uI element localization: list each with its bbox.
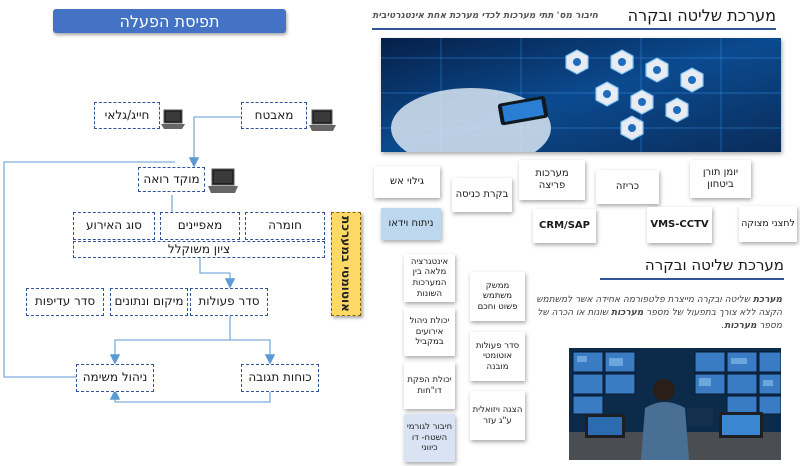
feature-label: יכולת ניהול אירועים במקביל xyxy=(409,316,450,348)
right-title: מערכת שליטה ובקרה xyxy=(627,6,776,25)
section2-title: מערכת שליטה ובקרה xyxy=(644,256,784,274)
feature-label: ממשק משתמש פשוט וחכם xyxy=(477,280,518,312)
flow-priority-order: סדר עדיפות xyxy=(26,288,104,316)
event-type-label: סוג האירוע xyxy=(86,218,142,233)
section2-header: מערכת שליטה ובקרה xyxy=(600,256,784,282)
flow-kitchen: מאבטח xyxy=(241,102,307,129)
location-data-label: מיקום ונתונים xyxy=(114,294,184,309)
kitchen-label: מאבטח xyxy=(254,107,294,122)
desc-bold-1: מערכת xyxy=(752,295,782,305)
material-label: חומרה xyxy=(268,218,302,233)
flow-connectors xyxy=(3,116,276,403)
control-room-image xyxy=(569,348,781,460)
module-vms: VMS-CCTV xyxy=(647,207,712,243)
feature-visual-display: הצגה ויזואלית ע"ג עזר xyxy=(470,391,525,440)
flow-response-forces: כוחות תגובה xyxy=(241,364,319,392)
desc-part-2: שליטה ובקרה מייצרת פלטפורמה אחידה אשר למ… xyxy=(536,295,782,319)
intrusion-label: מערכות פריצה xyxy=(535,167,569,192)
shift-log-label: יומן תורן ביטחון xyxy=(702,166,739,191)
section2-underline xyxy=(600,278,784,280)
flow-location-data: מיקום ונתונים xyxy=(110,288,188,316)
access-control-label: בקרת כניסה xyxy=(455,188,509,200)
header-underline xyxy=(372,28,776,30)
flow-mission-management: ניהול משימה xyxy=(76,364,154,392)
panic-label: לחצני מצוקה xyxy=(741,218,795,230)
feature-label: אינטגרציה מלאה בין המערכות השונות xyxy=(410,256,449,299)
laptop-icon xyxy=(160,108,186,136)
flow-material: חומרה xyxy=(245,212,325,240)
vms-label: VMS-CCTV xyxy=(650,218,709,230)
module-access-control: בקרת כניסה xyxy=(452,178,512,212)
automatic-system-badge: אוטומטי במערכת xyxy=(331,212,361,316)
action-order-label: סדר פעולות xyxy=(198,294,260,309)
laptop-icon xyxy=(207,167,239,201)
response-forces-label: כוחות תגובה xyxy=(248,370,312,385)
module-shift-log: יומן תורן ביטחון xyxy=(690,160,751,198)
flow-control-center: מוקד רואה xyxy=(138,167,205,192)
feature-label: הצגה ויזואלית ע"ג עזר xyxy=(472,404,523,426)
guard-label: חייג/גלאי xyxy=(104,107,150,122)
module-video-analytics: ניתוח וידאו xyxy=(381,208,441,240)
crm-label: CRM/SAP xyxy=(539,219,590,231)
description-text: מערכת שליטה ובקרה מייצרת פלטפורמה אחידה … xyxy=(518,294,782,333)
feature-parallel-events: יכולת ניהול אירועים במקביל xyxy=(404,308,455,356)
flow-guard-dialer: חייג/גלאי xyxy=(94,102,160,129)
desc-bold-2: מערכות xyxy=(611,308,644,319)
right-header: מערכת שליטה ובקרה חיבור מס' תתי מערכות ל… xyxy=(372,4,776,30)
flow-action-order: סדר פעולות xyxy=(190,288,268,316)
laptop-icon xyxy=(308,108,338,138)
feature-field-link: חיבור לגורמי השטח- דו כיווני xyxy=(404,414,455,462)
left-title: תפיסת הפעלה xyxy=(119,11,220,31)
desc-part-4: שונות או הכרה של מספר xyxy=(537,308,782,332)
left-title-bar: תפיסת הפעלה xyxy=(53,9,286,33)
priority-order-label: סדר עדיפות xyxy=(34,294,96,309)
feature-reports: יכולת הפקת דו"חות xyxy=(404,362,455,409)
feature-label: יכולת הפקת דו"חות xyxy=(407,374,452,396)
weighted-score-label: ציון משוקלל xyxy=(167,241,231,256)
module-fire-alarm: גילוי אש xyxy=(374,166,440,198)
mission-management-label: ניהול משימה xyxy=(82,370,148,385)
flow-event-type: סוג האירוע xyxy=(73,212,155,240)
automatic-system-label: אוטומטי במערכת xyxy=(339,216,353,312)
desc-bold-3: מערכות xyxy=(724,321,757,332)
feature-full-integration: אינטגרציה מלאה בין המערכות השונות xyxy=(404,254,455,302)
feature-simple-ui: ממשק משתמש פשוט וחכם xyxy=(470,272,525,321)
control-center-label: מוקד רואה xyxy=(143,171,200,186)
characteristics-label: מאפיינים xyxy=(177,218,223,233)
flow-characteristics: מאפיינים xyxy=(160,212,240,240)
module-gate: כריזה xyxy=(596,170,659,204)
module-intrusion: מערכות פריצה xyxy=(519,160,585,200)
fire-alarm-label: גילוי אש xyxy=(390,175,424,187)
right-subtitle: חיבור מס' תתי מערכות לכדי מערכת אחת אינט… xyxy=(372,11,598,21)
tech-banner-image xyxy=(381,38,781,152)
feature-label: סדר פעולות אוטומטי מובנה xyxy=(475,340,520,372)
feature-label: חיבור לגורמי השטח- דו כיווני xyxy=(406,422,453,454)
module-crm: CRM/SAP xyxy=(533,209,596,243)
module-panic: לחצני מצוקה xyxy=(739,206,797,242)
desc-part-6: . xyxy=(721,321,725,332)
video-analytics-label: ניתוח וידאו xyxy=(388,217,434,229)
feature-auto-actions: סדר פעולות אוטומטי מובנה xyxy=(470,332,525,381)
gate-label: כריזה xyxy=(615,180,640,192)
flow-weighted-score: ציון משוקלל xyxy=(73,241,325,258)
